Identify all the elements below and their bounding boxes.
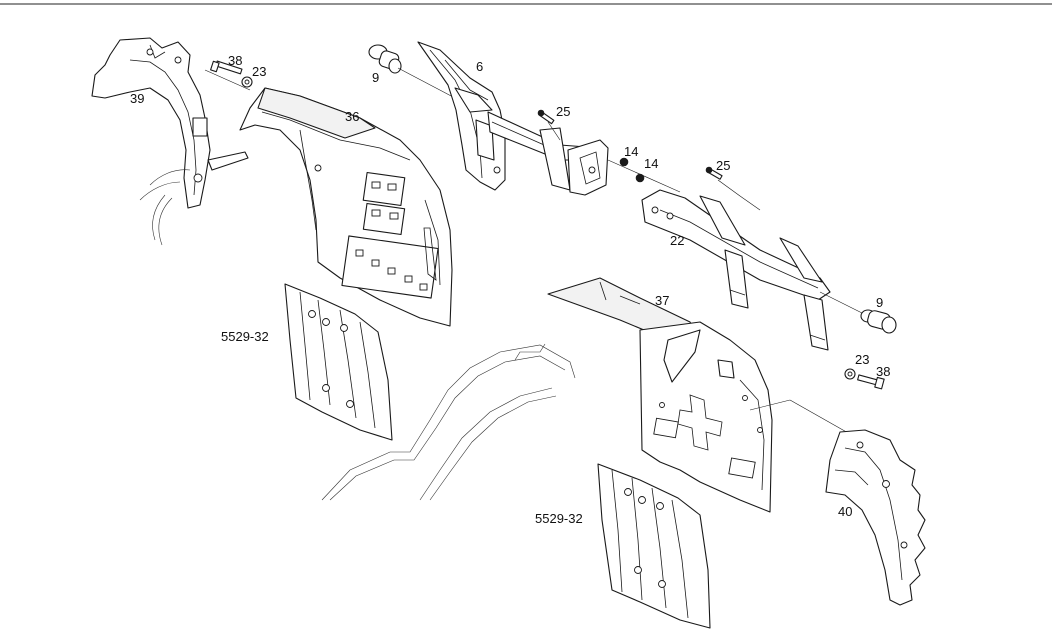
part-9-bump-stop-right xyxy=(860,309,897,334)
part-40-arch-bracket xyxy=(825,429,926,606)
liner-5529-32-left xyxy=(284,283,393,441)
nut-23-right xyxy=(844,368,856,380)
nut-14-a xyxy=(619,157,629,167)
label-14-b: 14 xyxy=(644,156,658,171)
label-40: 40 xyxy=(838,504,852,519)
label-14-a: 14 xyxy=(624,144,638,159)
nut-23-left xyxy=(241,76,253,88)
label-36: 36 xyxy=(345,109,359,124)
liner-5529-32-right xyxy=(597,463,711,629)
label-9-left: 9 xyxy=(372,70,379,85)
label-25-right: 25 xyxy=(716,158,730,173)
label-38-right: 38 xyxy=(876,364,890,379)
bolt-25-left xyxy=(537,109,555,125)
part-22-crossmember-right xyxy=(641,189,831,351)
label-38-left: 38 xyxy=(228,53,242,68)
bolt-38-right xyxy=(857,374,885,390)
label-39: 39 xyxy=(130,91,144,106)
label-37: 37 xyxy=(655,293,669,308)
label-23-right: 23 xyxy=(855,352,869,367)
label-22: 22 xyxy=(670,233,684,248)
part-37-inner-panel xyxy=(547,277,773,513)
label-23-left: 23 xyxy=(252,64,266,79)
crossmember-left xyxy=(487,111,609,196)
part-9-bump-stop-left xyxy=(368,44,402,74)
bolt-38-left xyxy=(210,60,243,75)
label-6: 6 xyxy=(476,59,483,74)
label-25-left: 25 xyxy=(556,104,570,119)
label-9-right: 9 xyxy=(876,295,883,310)
part-36-inner-panel xyxy=(239,87,453,327)
part-labels: 39 38 23 36 9 6 25 14 14 25 22 37 9 23 3… xyxy=(130,53,890,526)
label-ref-left: 5529-32 xyxy=(221,329,269,344)
part-39-arch-bracket xyxy=(91,37,249,246)
bolt-25-right xyxy=(705,166,723,180)
label-ref-right: 5529-32 xyxy=(535,511,583,526)
body-contour xyxy=(321,343,576,501)
